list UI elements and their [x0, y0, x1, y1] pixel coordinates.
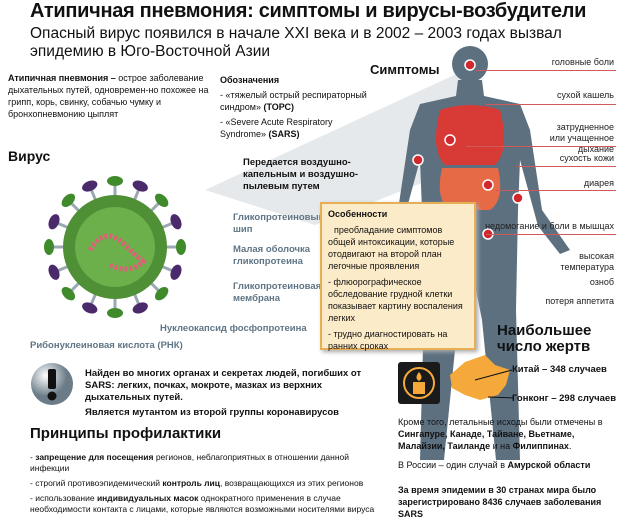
prevention-item: - запрещение для посещения регионов, неб…	[30, 452, 350, 473]
symptom: высокая температура	[560, 251, 614, 272]
china-map	[450, 355, 515, 400]
warning-text: Найден во многих органах и секретах люде…	[85, 368, 362, 418]
victims-heading: Наибольшее число жертв	[497, 322, 592, 355]
virus-label: Нуклеокапсид фосфопротеина	[160, 323, 307, 334]
symptom: сухой кашель	[557, 90, 614, 100]
virus-heading: Вирус	[8, 148, 51, 164]
total-cases: За время эпидемии в 30 странах мира было…	[398, 485, 602, 519]
exclamation-icon	[31, 363, 73, 405]
other-countries: Кроме того, летальные исходы были отмече…	[398, 417, 603, 451]
symptom: диарея	[583, 178, 614, 188]
virus-illustration	[44, 176, 186, 318]
hongkong-cases: Гонконг – 298 случаев	[512, 393, 617, 404]
symptom: головные боли	[551, 57, 614, 67]
symptom: сухость кожи	[559, 153, 614, 163]
transmission-text: Передается воздушно-капельным и воздушно…	[243, 157, 359, 192]
prevention-item: - строгий противоэпидемический контроль …	[30, 478, 364, 488]
symptom: затрудненное или учащенное дыхание	[549, 122, 614, 154]
virus-label: Малая оболочка гликопротеина	[233, 244, 311, 267]
subtitle: Опасный вирус появился в начале XXI века…	[30, 25, 562, 60]
prevention-item: - использование индивидуальных масок одн…	[30, 493, 375, 514]
virus-label: Гликопротеиновый шип	[233, 212, 325, 235]
page-title: Атипичная пневмония: симптомы и вирусы-в…	[30, 0, 587, 22]
virus-label: Гликопротеиновая мембрана	[233, 281, 322, 304]
symptoms-heading: Симптомы	[370, 62, 440, 77]
features-box: Особенности преобладание симптомов общей…	[320, 202, 476, 351]
symptom: недомогание и боли в мышцах	[485, 221, 614, 231]
definition: Атипичная пневмония – острое заболевание…	[8, 73, 209, 119]
candle-icon	[398, 362, 440, 404]
symptom: потеря аппетита	[545, 296, 614, 306]
prevention-list: - запрещение для посещения регионов, неб…	[30, 452, 385, 515]
china-cases: Китай – 348 случаев	[512, 364, 607, 375]
human-body-illustration	[372, 46, 570, 460]
symptom: озноб	[589, 277, 614, 287]
prevention-heading: Принципы профилактики	[30, 425, 222, 442]
virus-label: Рибонуклеиновая кислота (РНК)	[30, 340, 183, 351]
notation: Обозначения - «тяжелый острый респиратор…	[220, 75, 367, 139]
russia-case: В России – один случай в Амурской област…	[398, 460, 591, 470]
